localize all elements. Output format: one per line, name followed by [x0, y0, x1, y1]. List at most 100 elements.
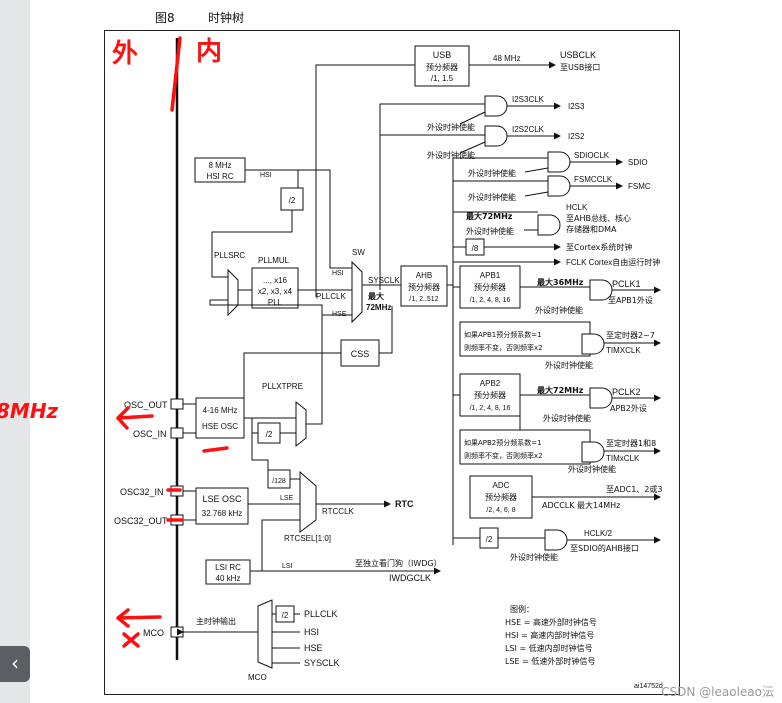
diagram-label: /8 [472, 244, 479, 253]
diagram-label: FSMCCLK [574, 175, 613, 184]
diagram-label: 如果APB2预分频系数=1 [464, 438, 542, 447]
diagram-label: 如果APB1预分频系数=1 [464, 330, 542, 339]
diagram-label: HSI [304, 627, 319, 637]
annotation-arrow-osc [116, 406, 154, 430]
apb2-prescaler [459, 373, 521, 417]
diagram-label: FCLK Cortex自由运行时钟 [566, 257, 660, 267]
diagram-label: LSI [282, 563, 293, 570]
diagram-label: OSC_IN [133, 429, 167, 439]
diagram-label: 则频率不变，否则频率x2 [464, 343, 543, 352]
diagram-label: 预分频器 [474, 390, 506, 400]
diagram-label: APB2 [480, 379, 501, 388]
diagram-label: 至ADC1、2或3 [606, 484, 663, 494]
diagram-frame [104, 30, 680, 695]
osc-out-pin [170, 398, 184, 410]
timx2-gate [581, 441, 605, 463]
diagram-label: PLLCLK [304, 609, 338, 619]
sw-mux [351, 260, 363, 324]
lse-osc [195, 487, 249, 525]
annotation-stroke [170, 36, 182, 112]
diagram-label: PLLMUL [258, 256, 290, 265]
diagram-label: 至定时器1和8 [606, 438, 656, 448]
usb-freq: 48 MHz [493, 54, 521, 63]
diagram-label: 外设时钟使能 [535, 305, 583, 315]
annotation-underline-hse [202, 446, 229, 453]
diagram-label: 外设时钟使能 [468, 192, 516, 202]
diagram-label: 外设时钟使能 [568, 464, 616, 474]
usb-prescaler [414, 45, 470, 87]
pclk2-gate [589, 387, 613, 409]
hclk2-gate [544, 529, 568, 551]
diagram-label: HSI RC [206, 172, 233, 181]
diagram-label: 72MHz [366, 303, 391, 312]
i2s3-gate [484, 95, 508, 117]
diagram-label: /1, 2..512 [409, 296, 438, 303]
pllsrc-mux [227, 268, 239, 317]
diagram-label: MCO [143, 628, 164, 638]
diagram-label: /1, 2, 4, 8, 16 [470, 405, 511, 412]
diagram-label: 外设时钟使能 [466, 226, 514, 236]
legend-item: HSI = 高速内部时钟信号 [505, 630, 594, 640]
left-sidebar-strip [0, 0, 30, 703]
collapse-panel-button[interactable]: ‹ [0, 646, 30, 682]
diagram-label: APB2外设 [610, 403, 647, 413]
diagram-label: SDIOCLK [574, 151, 610, 160]
pclk1-gate [589, 279, 613, 301]
annotation-inside: 内 [196, 37, 222, 67]
rtcsel-mux [299, 470, 317, 533]
css-block [340, 339, 380, 367]
diagram-label: /2 [486, 535, 493, 544]
diagram-label: 预分频器 [426, 62, 458, 72]
diagram-label: I2S3CLK [512, 95, 545, 104]
diagram-label: 32.768 kHz [202, 509, 242, 518]
diagram-label: 至SDIO的AHB接口 [570, 543, 639, 553]
diagram-label: PLLXTPRE [262, 382, 303, 391]
pllmul-block [251, 267, 299, 309]
legend-item: LSI = 低速内部时钟信号 [505, 643, 593, 653]
diagram-label: HSE OSC [202, 422, 238, 431]
mco-pin [170, 626, 184, 638]
diagram-label: RTC [395, 499, 414, 509]
tim-1-8-multiplier [459, 429, 591, 465]
diagram-label: ADCCLK 最大14MHz [542, 500, 620, 510]
legend-title: 图例： [510, 604, 534, 614]
diagram-label: 至AHB总线、核心 [566, 213, 631, 223]
diagram-label: I2S2 [568, 132, 585, 141]
diagram-label: MCO [248, 673, 267, 682]
annotation-cross-mco [122, 632, 140, 648]
diagram-label: CSS [351, 349, 370, 359]
diagram-label: PCLK1 [612, 279, 641, 289]
diagram-label: 8 MHz [208, 161, 231, 170]
diagram-label: /1, 2, 4, 8, 16 [470, 297, 511, 304]
document-page [30, 0, 782, 703]
diagram-label: 至定时器2~7 [606, 330, 655, 340]
diagram-label: USB [433, 50, 452, 60]
diagram-label: 预分频器 [408, 282, 440, 292]
diagram-label: PCLK2 [612, 387, 641, 397]
diagram-label: /2 [266, 430, 273, 439]
pllxtpre-mux [295, 400, 307, 448]
diagram-label: PLLCLK [316, 292, 346, 301]
diagram-label: 最大72MHz [537, 385, 584, 395]
hsi-rc [194, 157, 246, 183]
osc-in-pin [170, 427, 184, 439]
diagram-label: LSE [280, 495, 294, 502]
diagram-label: HSE [304, 643, 323, 653]
timx-gate [581, 333, 605, 355]
ahb-prescaler [400, 265, 448, 307]
lsi-rc [205, 559, 251, 585]
diagram-label: OSC32_OUT [114, 516, 168, 526]
diagram-label: 外设时钟使能 [468, 168, 516, 178]
figure-code: ai14752d [634, 683, 663, 690]
diagram-label: 预分频器 [485, 492, 517, 502]
diagram-label: 存储器和DMA [566, 224, 617, 234]
diagram-label: ..., x16 [263, 276, 288, 285]
diagram-label: /2, 4, 6, 8 [486, 507, 515, 514]
diagram-label: 至Cortex系统时钟 [566, 242, 632, 252]
figure-number: 图8 [155, 11, 175, 25]
diagram-label: 外设时钟使能 [510, 552, 558, 562]
usbclk-label: USBCLK [560, 50, 596, 60]
usb-dest: 至USB接口 [560, 62, 600, 72]
diagram-label: /2 [289, 196, 296, 205]
